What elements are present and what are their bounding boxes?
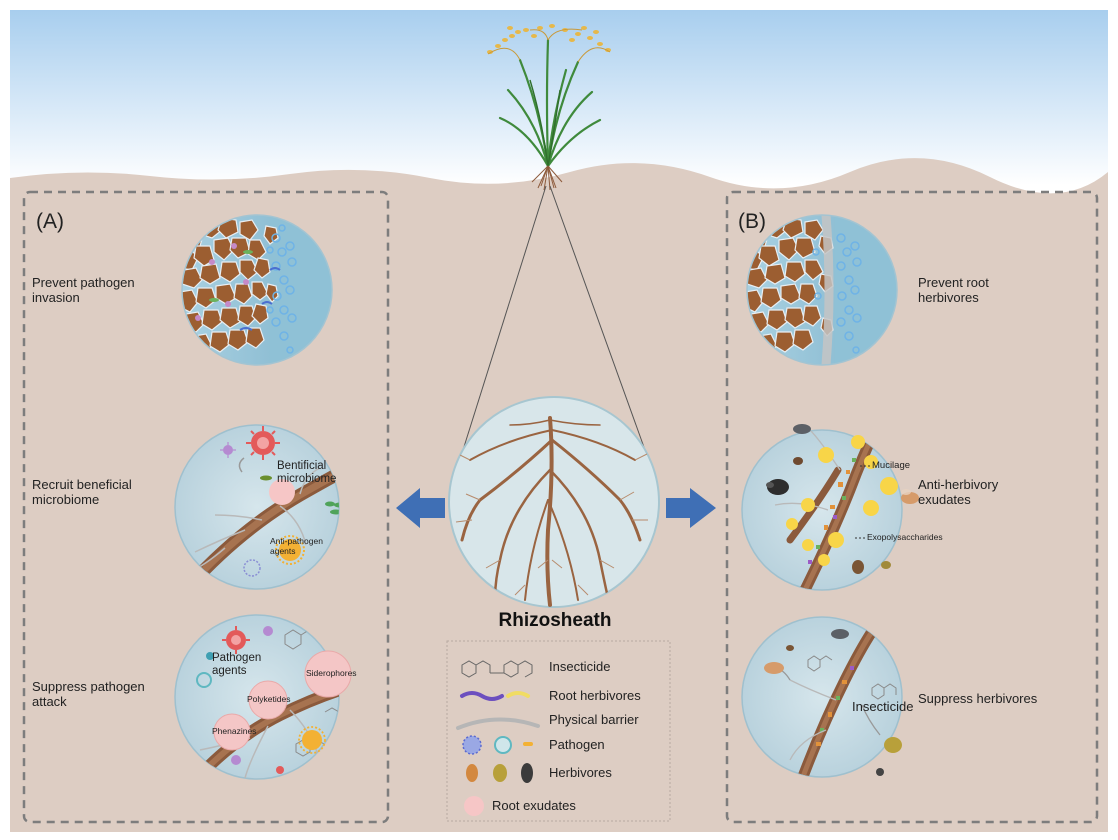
circle-b2-exudates xyxy=(741,424,919,591)
panel-a-border xyxy=(22,190,390,824)
root-exudate-circle-icon xyxy=(464,796,484,816)
pathogen-virus-icon xyxy=(222,626,250,654)
herbivore-beetle-icon xyxy=(766,479,789,495)
circle-b3-insecticide xyxy=(741,616,903,778)
circle-a3-pathogen-agents xyxy=(174,614,352,780)
zoom-line-left xyxy=(462,185,547,451)
root-herbivore-worm-icon xyxy=(460,691,530,701)
pathogen-sun-icon xyxy=(275,535,305,565)
pathogen-spiky-icon xyxy=(263,626,273,636)
label-bentificial-microbiome: Bentificial microbiome xyxy=(277,460,337,486)
label-recruit-beneficial-microbiome: Recruit beneficial microbiome xyxy=(32,477,132,507)
label-mucilage: Mucilage xyxy=(872,460,911,471)
zoom-line-right xyxy=(549,185,646,451)
label-prevent-pathogen-invasion: Prevent pathogen invasion xyxy=(32,275,135,305)
label-anti-herbivory-exudates: Anti-herbivory exudates xyxy=(918,477,999,507)
herbivore-insect-icon xyxy=(466,763,533,783)
pathogen-ring-icon xyxy=(196,672,212,688)
circle-a2-microbiome xyxy=(174,424,340,590)
rice-plant-icon xyxy=(487,24,611,191)
panel-b-border xyxy=(725,190,1099,824)
physical-barrier-arc-icon xyxy=(456,717,540,730)
legend-label-herbivores: Herbivores xyxy=(549,765,612,780)
label-anti-pathogen-agents: Anti-pathogen agents xyxy=(270,536,323,556)
label-pathogen-agents: Pathogen agents xyxy=(212,652,262,678)
herbivore-small-icon xyxy=(793,457,803,465)
pathogen-ring-icon xyxy=(243,559,261,577)
pathogen-icon xyxy=(462,735,533,755)
herbivore-small-icon xyxy=(876,768,884,776)
arrow-left-icon xyxy=(396,488,445,528)
label-polyketides: Polyketides xyxy=(247,694,291,704)
rhizosheath-zoom-circle xyxy=(448,396,660,608)
herbivore-fly-icon xyxy=(901,489,919,504)
arrow-right-icon xyxy=(666,488,716,528)
label-phenazines: Phenazines xyxy=(212,726,257,736)
panel-b-tag: (B) xyxy=(738,210,766,233)
pathogen-virus-icon xyxy=(246,426,280,460)
herbivore-beetle-icon xyxy=(793,424,811,434)
pathogen-sun-icon xyxy=(302,730,322,750)
insecticide-molecule-icon xyxy=(461,660,533,678)
pathogen-dot-icon xyxy=(206,652,214,660)
label-suppress-herbivores: Suppress herbivores xyxy=(918,691,1038,706)
center-title-rhizosheath: Rhizosheath xyxy=(498,610,612,631)
label-exopolysaccharides: Exopolysaccharides xyxy=(867,532,943,542)
herbivore-bug-icon xyxy=(884,737,902,753)
herbivore-small-icon xyxy=(881,561,891,569)
herbivore-small-icon xyxy=(786,645,794,651)
pathogen-spiky-icon xyxy=(220,442,236,458)
label-insecticide-inner: Insecticide xyxy=(852,699,914,714)
legend-label-pathogen: Pathogen xyxy=(549,737,605,752)
panel-a-tag: (A) xyxy=(36,210,64,233)
legend-box xyxy=(446,640,671,822)
label-prevent-root-herbivores: Prevent root herbivores xyxy=(918,275,989,305)
pathogen-small-icon xyxy=(276,766,284,774)
mucilage-droplets xyxy=(786,435,898,566)
exudate-phenazines-bubble xyxy=(213,713,251,751)
legend-label-root-exudates: Root exudates xyxy=(492,798,576,813)
exudate-siderophores-bubble xyxy=(304,650,352,698)
herbivore-beetle-icon xyxy=(831,629,849,639)
exudate-polyketides-bubble xyxy=(248,680,288,720)
legend-label-root-herbivores: Root herbivores xyxy=(549,688,641,703)
legend-label-physical-barrier: Physical barrier xyxy=(549,712,639,727)
label-suppress-pathogen-attack: Suppress pathogen attack xyxy=(32,679,145,709)
legend-label-insecticide: Insecticide xyxy=(549,659,611,674)
pathogen-spiky-icon xyxy=(231,755,241,765)
herbivore-small-icon xyxy=(852,560,864,574)
herbivore-fly-icon xyxy=(764,662,784,674)
label-siderophores: Siderophores xyxy=(306,668,357,678)
